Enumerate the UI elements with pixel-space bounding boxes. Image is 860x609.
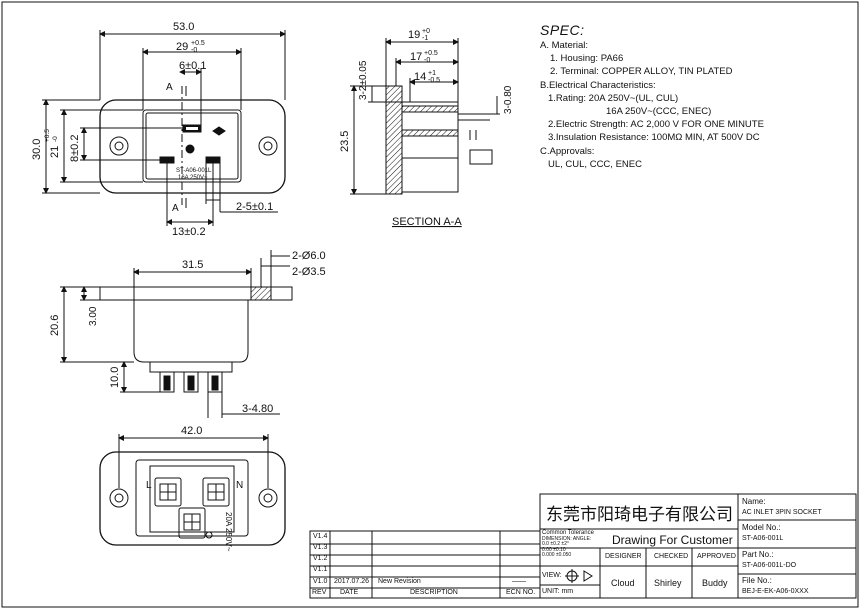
- file-header: File No.:: [742, 576, 772, 585]
- tolerance-line: DIMENSION: ANGLE:: [542, 535, 592, 542]
- sec-17-tol2: -0: [424, 57, 430, 64]
- designer-name: Cloud: [611, 578, 635, 588]
- dim-53: 53.0: [173, 21, 194, 33]
- tolerance-title: Common Tolerance: [542, 530, 594, 536]
- tolerance-block: Common Tolerance DIMENSION: ANGLE: 0.0 ±…: [542, 530, 594, 559]
- sec-14-tol2: -0.5: [428, 77, 440, 84]
- section-a-bottom: A: [172, 203, 179, 214]
- spec-line: B.Electrical Characteristics:: [540, 79, 656, 91]
- file-value: BEJ-E-EK-A06-0XXX: [742, 588, 809, 595]
- side-20-6: 20.6: [49, 315, 61, 336]
- side-3-00: 3.00: [88, 306, 99, 326]
- spec-line: 16A 250V~(CCC, ENEC): [606, 106, 712, 118]
- designer-header: DESIGNER: [605, 553, 642, 560]
- sec-14: 14: [414, 71, 426, 83]
- bottom-rating: 20A 250V~: [224, 512, 233, 552]
- dim-21: 21: [49, 146, 61, 158]
- sec-14-tol: +1: [428, 70, 436, 77]
- checked-header: CHECKED: [654, 553, 689, 560]
- spec-line: 3.Insulation Resistance: 100MΩ MIN, AT 5…: [548, 132, 760, 144]
- section-a-top: A: [166, 82, 173, 93]
- sec-17-tol: +0.5: [424, 50, 438, 57]
- dim-30: 30.0: [31, 139, 43, 160]
- title-block-grid: [309, 493, 857, 599]
- approved-name: Buddy: [702, 578, 728, 588]
- dim-21-tol2: -0: [52, 136, 59, 142]
- tolerance-line: 0.000 ±0.050: [542, 552, 572, 558]
- name-value: AC INLET 3PIN SOCKET: [742, 509, 822, 516]
- company-name: 东莞市阳琦电子有限公司: [546, 505, 733, 525]
- rev-row-rev: V1.2: [313, 555, 328, 562]
- sec-19-tol: +0: [422, 28, 430, 35]
- sec-17: 17: [410, 51, 422, 63]
- rev-row-ecn: ——: [512, 578, 526, 585]
- bottom-42: 42.0: [181, 425, 202, 437]
- rev-row-rev: V1.0: [313, 578, 328, 585]
- spec-line: 2.Electric Strength: AC 2,000 V FOR ONE …: [548, 119, 764, 131]
- name-header: Name:: [742, 497, 766, 506]
- product-mark-2: 16A 250V~: [178, 175, 208, 181]
- checked-name: Shirley: [654, 578, 682, 588]
- spec-line: UL, CUL, CCC, ENEC: [548, 158, 642, 170]
- spec-line: 2. Terminal: COPPER ALLOY, TIN PLATED: [550, 66, 733, 78]
- bottom-N: N: [236, 480, 243, 491]
- dim-2-5: 2-5±0.1: [236, 201, 273, 213]
- bottom-L: L: [146, 480, 152, 491]
- sec-19: 19: [408, 29, 420, 41]
- dim-29: 29: [176, 41, 188, 53]
- product-mark-1: ST-A06-001L: [176, 168, 212, 174]
- side-10-0: 10.0: [109, 367, 121, 388]
- rev-header-ecn: ECN NO.: [506, 589, 536, 596]
- drawing-for: Drawing For Customer: [612, 533, 733, 547]
- dim-6: 6±0.1: [179, 60, 206, 72]
- model-value: ST-A06-001L: [742, 535, 784, 542]
- spec-heading: SPEC:: [540, 22, 585, 38]
- side-31-5: 31.5: [182, 259, 203, 271]
- dim-21-tol: +0.5: [44, 129, 51, 142]
- rev-header-desc: DESCRIPTION: [410, 589, 458, 596]
- side-3-480: 3-4.80: [242, 403, 273, 415]
- dim-8: 8±0.2: [69, 135, 81, 162]
- bottom-view: [99, 434, 286, 546]
- side-hole-60: 2-Ø6.0: [292, 250, 326, 262]
- spec-line: 1. Housing: PA66: [550, 53, 624, 65]
- rev-header-rev: REV: [312, 589, 327, 596]
- tolerance-line: 0.00 ±0.10: [542, 546, 566, 553]
- sec-3-08: 3-0.80: [503, 85, 514, 114]
- view-label: VIEW:: [542, 572, 562, 579]
- dim-29-tol2: -0: [191, 47, 197, 54]
- dim-13: 13±0.2: [172, 226, 206, 238]
- approved-header: APPROVED: [697, 553, 736, 560]
- model-header: Model No.:: [742, 523, 781, 532]
- spec-line: 1.Rating: 20A 250V~(UL, CUL): [548, 92, 679, 104]
- spec-line: C.Approvals:: [540, 145, 595, 157]
- rev-header-date: DATE: [340, 589, 359, 596]
- part-header: Part No.:: [742, 550, 774, 559]
- front-view: [42, 30, 286, 226]
- rev-row-date: 2017.07.26: [334, 578, 370, 585]
- part-value: ST-A06-001L-DO: [742, 562, 797, 569]
- section-title: SECTION A-A: [392, 216, 462, 228]
- rev-row-rev: V1.1: [313, 566, 328, 573]
- rev-row-desc: New Revision: [378, 578, 421, 585]
- side-hole-35: 2-Ø3.5: [292, 266, 326, 278]
- dim-29-tol: +0.5: [191, 40, 205, 47]
- rev-row-rev: V1.3: [313, 544, 328, 551]
- rev-row-rev: V1.4: [313, 533, 328, 540]
- tolerance-line: 0.0 ±0.2 ±2°: [542, 541, 569, 547]
- side-view: [60, 250, 293, 418]
- spec-block: SPEC: A. Material: 1. Housing: PA66 2. T…: [540, 22, 764, 171]
- sec-23-5: 23.5: [339, 131, 351, 152]
- sec-19-tol2: -1: [422, 35, 428, 42]
- section-view: [350, 38, 500, 195]
- sec-3-2: 3-2±0.05: [358, 60, 369, 100]
- spec-line: A. Material:: [540, 40, 589, 51]
- unit-label: UNIT: mm: [542, 588, 574, 595]
